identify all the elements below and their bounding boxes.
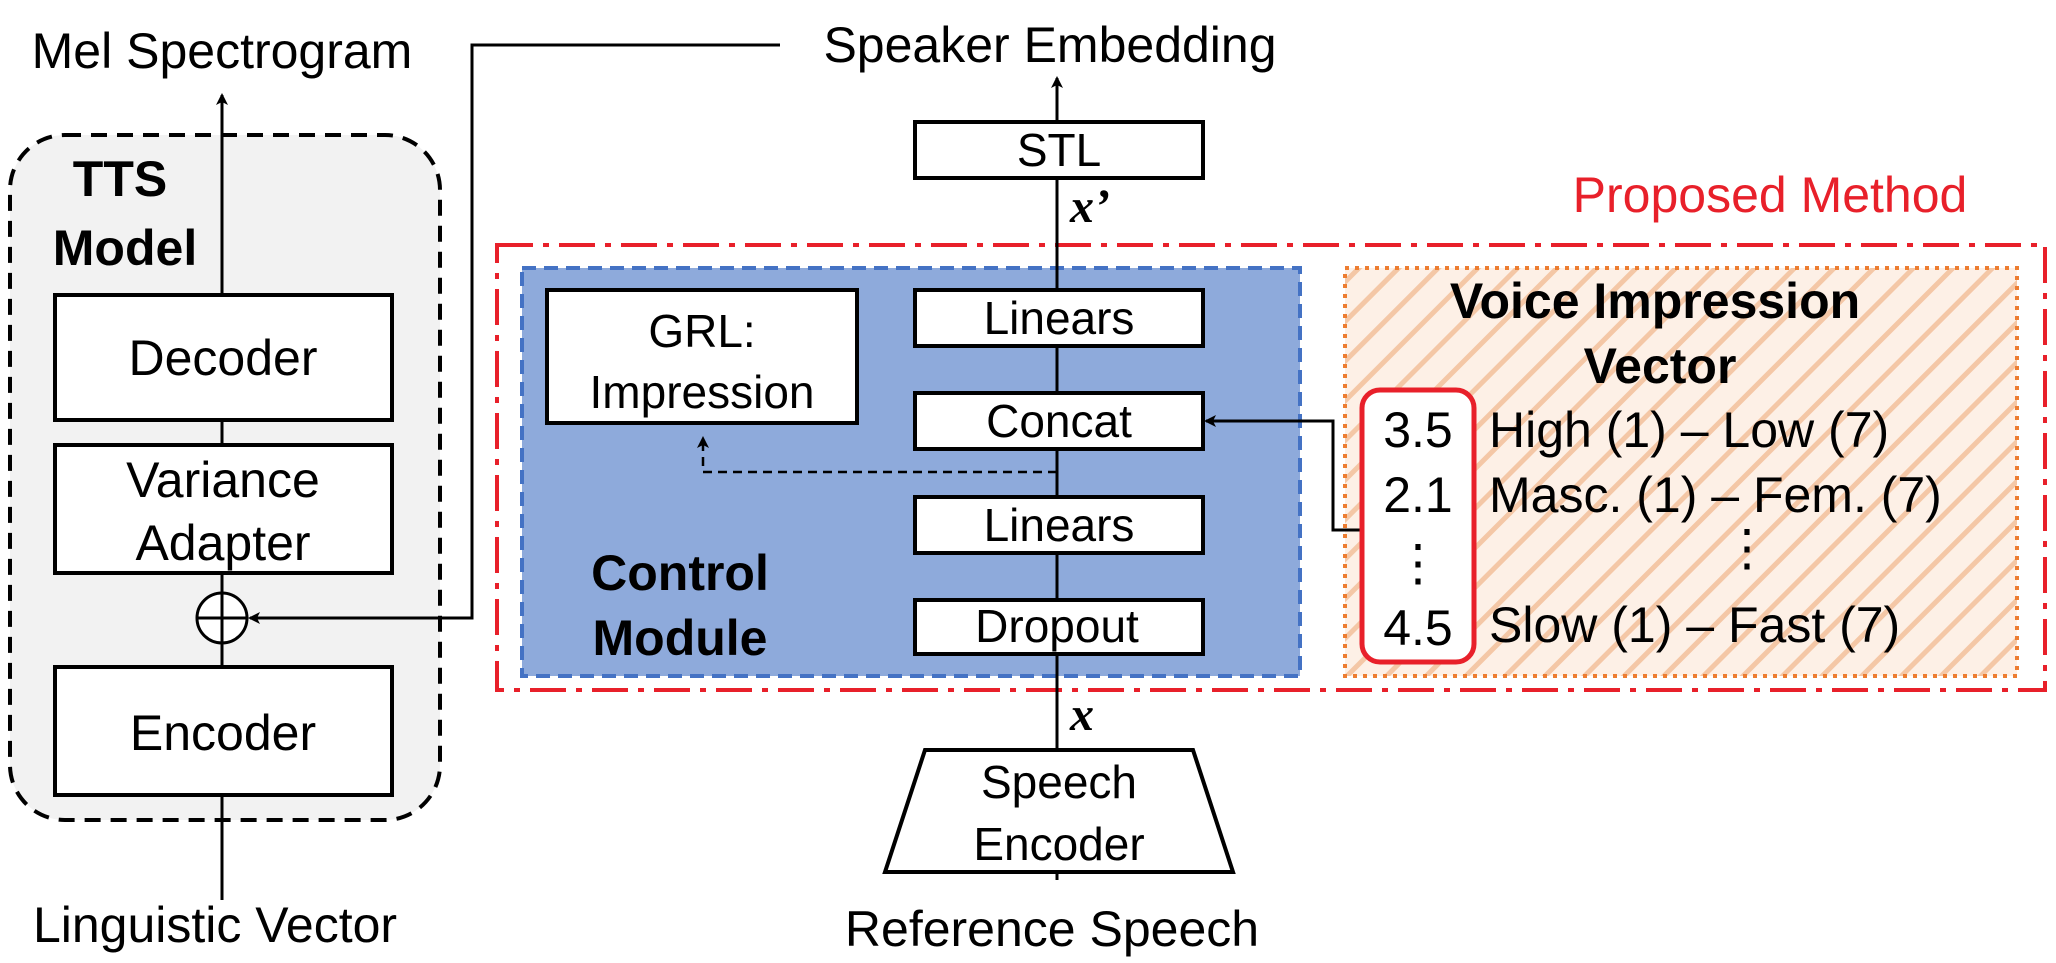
variance-adapter-label-2: Adapter <box>135 515 310 571</box>
variance-adapter-label-1: Variance <box>126 452 320 508</box>
grl-label-2: Impression <box>590 366 815 418</box>
stl-box <box>913 120 1205 180</box>
variance-adapter-box <box>53 443 394 575</box>
proposed-method-label: Proposed Method <box>1573 167 1968 223</box>
grl-feedback-link <box>697 436 1057 474</box>
linears-bottom-box <box>913 495 1205 555</box>
proposed-method-container <box>495 243 2047 692</box>
add-operator-icon <box>195 591 249 645</box>
linears-top-label: Linears <box>984 292 1135 344</box>
voice-impression-title-2: Vector <box>1584 338 1737 394</box>
speaker-embedding-label: Speaker Embedding <box>823 17 1276 73</box>
encoder-label: Encoder <box>130 705 316 761</box>
control-module-title-2: Module <box>593 610 768 666</box>
tts-title-line2: Model <box>53 220 197 276</box>
speech-encoder-label-1: Speech <box>981 756 1137 808</box>
speech-encoder-box <box>882 748 1236 874</box>
impression-desc-ellipsis: ⋮ <box>1722 520 1772 576</box>
impression-ellipsis: ⋮ <box>1393 535 1443 591</box>
speech-encoder-label-2: Encoder <box>973 818 1144 870</box>
decoder-box <box>53 293 394 422</box>
x-prime-label: x’ <box>1069 180 1110 233</box>
reference-speech-label: Reference Speech <box>845 901 1259 957</box>
control-module-title-1: Control <box>591 545 769 601</box>
impression-desc: Masc. (1) – Fem. (7) <box>1489 467 1942 523</box>
dropout-box <box>913 598 1205 656</box>
tts-title: TTS <box>73 151 167 207</box>
x-label: x <box>1069 688 1094 741</box>
impression-values-bracket <box>1359 387 1477 665</box>
dropout-label: Dropout <box>975 600 1139 652</box>
impression-vector-link <box>1204 415 1362 532</box>
impression-value: 3.5 <box>1383 402 1453 458</box>
linears-top-box <box>913 288 1205 348</box>
impression-value: 2.1 <box>1383 467 1453 523</box>
mel-spectrogram-label: Mel Spectrogram <box>32 23 413 79</box>
voice-impression-title-1: Voice Impression <box>1450 273 1860 329</box>
linears-bottom-label: Linears <box>984 499 1135 551</box>
decoder-label: Decoder <box>129 330 318 386</box>
impression-desc: High (1) – Low (7) <box>1489 402 1889 458</box>
concat-box <box>913 391 1205 451</box>
grl-impression-box <box>545 288 859 425</box>
linguistic-vector-label: Linguistic Vector <box>33 897 397 953</box>
impression-desc: Slow (1) – Fast (7) <box>1489 597 1900 653</box>
impression-value: 4.5 <box>1383 600 1453 656</box>
stl-label: STL <box>1017 124 1101 176</box>
grl-label-1: GRL: <box>648 305 755 357</box>
speaker-embedding-link <box>248 43 780 624</box>
encoder-box <box>53 665 394 797</box>
concat-label: Concat <box>986 395 1132 447</box>
